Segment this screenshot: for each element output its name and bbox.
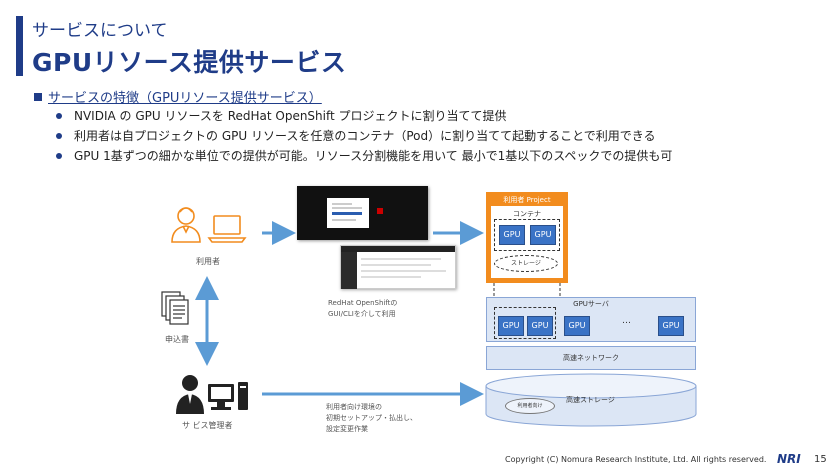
bullet-dot-icon — [56, 133, 62, 139]
admin-caption: 利用者向け環境の 初期セットアップ・払出し、 設定変更作業 — [326, 402, 417, 435]
network-box: 高速ネットワーク — [486, 346, 696, 370]
allocated-gpu-group — [494, 307, 556, 339]
admin-person-icon — [176, 375, 204, 414]
gpu-server-box: GPUサーバ GPU GPU GPU … GPU — [486, 297, 696, 342]
storage-label: 高速ストレージ — [566, 396, 615, 404]
bullet-dot-icon — [56, 153, 62, 159]
user-project-box: 利用者 Project コンテナ GPU GPU ストレージ — [486, 192, 568, 283]
user-storage-volume: 利用者向け — [505, 398, 555, 414]
user-icon — [171, 207, 201, 243]
admin-label: サ ビス管理者 — [182, 421, 233, 430]
server-title: GPUサーバ — [573, 300, 609, 308]
server-gpu: GPU — [658, 316, 684, 336]
container-label: コンテナ — [513, 210, 541, 218]
admin-caption-line: 利用者向け環境の — [326, 403, 382, 411]
user-label: 利用者 — [196, 257, 220, 266]
project-gpu: GPU — [499, 225, 525, 245]
copyright-text: Copyright (C) Nomura Research Institute,… — [505, 455, 767, 464]
project-storage: ストレージ — [494, 255, 558, 272]
title-accent-bar — [16, 16, 23, 76]
list-item: NVIDIA の GPU リソースを RedHat OpenShift プロジェ… — [56, 106, 672, 126]
page-number: 15 — [814, 454, 827, 465]
container-box: GPU GPU — [494, 219, 560, 251]
list-item: GPU 1基ずつの細かな単位での提供が可能。リソース分割機能を用いて 最小で1基… — [56, 146, 672, 166]
storage-cylinder-icon — [485, 373, 697, 427]
list-item: 利用者は自プロジェクトの GPU リソースを任意のコンテナ（Pod）に割り当てて… — [56, 126, 672, 146]
application-form-label: 申込書 — [165, 335, 189, 344]
console-caption-line: GUI/CLIを介して利用 — [328, 310, 396, 318]
project-title: 利用者 Project — [503, 196, 551, 204]
console-caption: RedHat OpenShiftの GUI/CLIを介して利用 — [328, 298, 397, 320]
server-gpu: GPU — [498, 316, 524, 336]
project-server-link — [493, 283, 561, 306]
section-heading-text: サービスの特徴（GPUリソース提供サービス） — [48, 91, 322, 106]
server-gpu: GPU — [564, 316, 590, 336]
page-title: GPUリソース提供サービス — [32, 48, 347, 77]
console-screen-thumbnail — [340, 245, 456, 289]
project-inner: コンテナ GPU GPU ストレージ — [491, 206, 563, 278]
server-ellipsis: … — [622, 316, 632, 326]
desktop-computer-icon — [208, 382, 248, 410]
laptop-icon — [207, 215, 247, 243]
admin-caption-line: 設定変更作業 — [326, 425, 368, 433]
server-gpu: GPU — [527, 316, 553, 336]
project-gpu: GPU — [530, 225, 556, 245]
nri-logo: NRI — [777, 452, 801, 466]
page-subtitle: サービスについて — [32, 21, 168, 41]
feature-list: NVIDIA の GPU リソースを RedHat OpenShift プロジェ… — [56, 106, 672, 166]
list-item-text: 利用者は自プロジェクトの GPU リソースを任意のコンテナ（Pod）に割り当てて… — [74, 129, 656, 143]
list-item-text: NVIDIA の GPU リソースを RedHat OpenShift プロジェ… — [74, 109, 507, 123]
section-heading: サービスの特徴（GPUリソース提供サービス） — [34, 87, 322, 106]
login-screen-thumbnail — [297, 186, 428, 240]
admin-caption-line: 初期セットアップ・払出し、 — [326, 414, 417, 422]
bullet-dot-icon — [56, 113, 62, 119]
document-icon — [161, 291, 189, 325]
square-bullet-icon — [34, 92, 42, 101]
list-item-text: GPU 1基ずつの細かな単位での提供が可能。リソース分割機能を用いて 最小で1基… — [74, 149, 673, 163]
login-dialog — [327, 198, 369, 228]
console-caption-line: RedHat OpenShiftの — [328, 299, 398, 307]
redhat-logo-icon — [377, 208, 383, 214]
